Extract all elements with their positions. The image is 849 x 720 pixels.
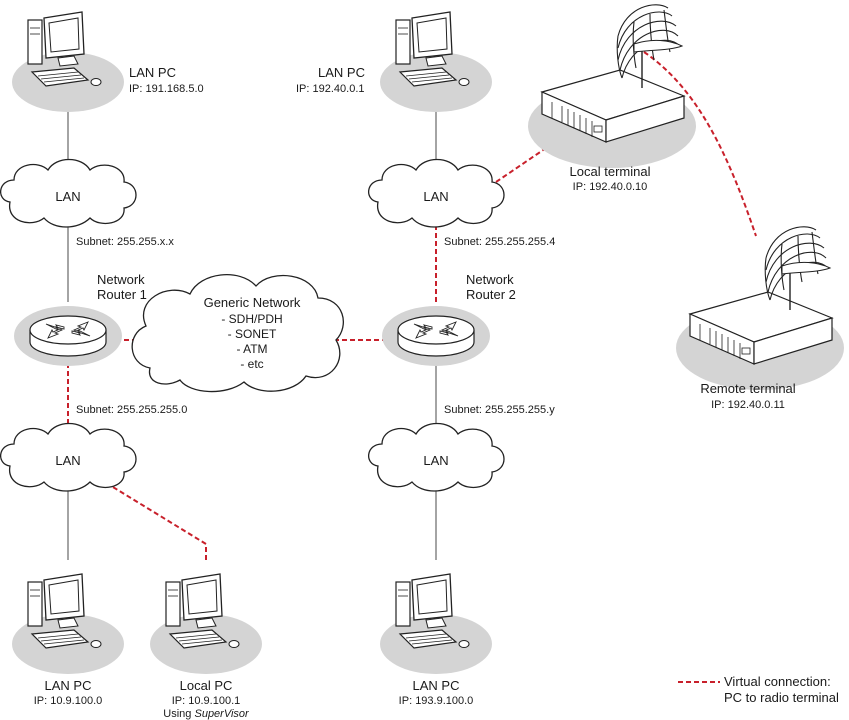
subnet-label-top-mid: Subnet: 255.255.255.4	[444, 236, 555, 248]
cloud-icon	[131, 274, 344, 393]
ip-prefix: IP:	[172, 695, 185, 707]
ip-prefix: IP:	[129, 83, 142, 95]
using-label: Using	[163, 708, 191, 720]
legend-text-line1: Virtual connection:	[724, 674, 831, 689]
svg-text:IP: 192.40.0.1: IP: 192.40.0.1	[296, 83, 365, 95]
router-label-line1: Network	[97, 272, 145, 287]
legend: Virtual connection: PC to radio terminal	[724, 674, 839, 705]
virtual-link-radio	[643, 51, 757, 237]
subnet-label-bottom-left: Subnet: 255.255.255.0	[76, 404, 187, 416]
desktop-pc-icon	[149, 573, 263, 675]
remote-terminal[interactable]: Remote terminal IP: 192.40.0.11	[675, 226, 845, 411]
svg-text:Using SuperVisor: Using SuperVisor	[163, 708, 250, 720]
router-label-line2: Router 1	[97, 287, 147, 302]
svg-text:IP: 10.9.100.1: IP: 10.9.100.1	[172, 695, 241, 707]
desktop-pc-icon	[11, 573, 125, 675]
ip-address: 192.40.0.10	[589, 181, 647, 193]
desktop-pc-icon	[379, 573, 493, 675]
ip-prefix: IP:	[296, 83, 309, 95]
lan-label: LAN	[55, 453, 80, 468]
ip-address: 10.9.100.1	[188, 695, 240, 707]
node-title: LAN PC	[129, 65, 176, 80]
software-name: SuperVisor	[194, 708, 250, 720]
router-label-line1: Network	[466, 272, 514, 287]
radio-terminal-icon	[527, 4, 697, 169]
lan-label: LAN	[55, 189, 80, 204]
local-terminal[interactable]: Local terminal IP: 192.40.0.10	[527, 4, 697, 193]
lan-cloud-bottom-mid[interactable]: LAN	[367, 422, 505, 492]
ip-prefix: IP:	[399, 695, 412, 707]
svg-text:IP: 193.9.100.0: IP: 193.9.100.0	[399, 695, 474, 707]
pc-local[interactable]: Local PC IP: 10.9.100.1 Using SuperVisor	[149, 573, 263, 720]
ip-address: 10.9.100.0	[50, 695, 102, 707]
virtual-link-lan2-local-terminal	[495, 143, 553, 183]
terminal-title: Remote terminal	[700, 381, 795, 396]
generic-network-cloud[interactable]: Generic Network - SDH/PDH - SONET - ATM …	[131, 274, 344, 393]
lan-cloud-top-left[interactable]: LAN	[0, 158, 137, 228]
ip-address: 193.9.100.0	[415, 695, 473, 707]
router-label-line2: Router 2	[466, 287, 516, 302]
ip-prefix: IP:	[573, 181, 586, 193]
radio-terminal-icon	[675, 226, 845, 391]
generic-network-item: - ATM	[236, 342, 267, 356]
pc-top-mid[interactable]: LAN PC IP: 192.40.0.1	[296, 11, 493, 113]
ip-address: 192.40.0.1	[313, 83, 365, 95]
svg-text:IP: 191.168.5.0: IP: 191.168.5.0	[129, 83, 204, 95]
desktop-pc-icon	[11, 11, 125, 113]
router-icon	[13, 305, 123, 367]
pc-top-left[interactable]: LAN PC IP: 191.168.5.0	[11, 11, 204, 113]
pc-bottom-left[interactable]: LAN PC IP: 10.9.100.0	[11, 573, 125, 707]
terminal-title: Local terminal	[570, 164, 651, 179]
ip-prefix: IP:	[711, 399, 724, 411]
subnet-label-bottom-mid: Subnet: 255.255.255.y	[444, 404, 555, 416]
virtual-link-localpc-lan3	[107, 483, 207, 560]
pc-bottom-mid[interactable]: LAN PC IP: 193.9.100.0	[379, 573, 493, 707]
ip-prefix: IP:	[34, 695, 47, 707]
generic-network-item: - SONET	[228, 327, 277, 341]
node-title: LAN PC	[318, 65, 365, 80]
desktop-pc-icon	[379, 11, 493, 113]
ip-address: 192.40.0.11	[728, 399, 785, 411]
node-title: LAN PC	[413, 678, 460, 693]
router-icon	[381, 305, 491, 367]
lan-label: LAN	[423, 189, 448, 204]
network-router-2[interactable]: Network Router 2	[381, 272, 516, 367]
svg-text:IP: 192.40.0.11: IP: 192.40.0.11	[711, 399, 785, 411]
generic-network-title: Generic Network	[204, 295, 301, 310]
legend-text-line2: PC to radio terminal	[724, 690, 839, 705]
lan-label: LAN	[423, 453, 448, 468]
lan-cloud-top-mid[interactable]: LAN	[367, 158, 505, 228]
ip-address: 191.168.5.0	[146, 83, 204, 95]
generic-network-item: - SDH/PDH	[221, 312, 282, 326]
virtual-links	[67, 51, 757, 683]
node-title: LAN PC	[45, 678, 92, 693]
subnet-label-top-left: Subnet: 255.255.x.x	[76, 236, 174, 248]
svg-text:IP: 10.9.100.0: IP: 10.9.100.0	[34, 695, 103, 707]
generic-network-item: - etc	[240, 357, 263, 371]
lan-cloud-bottom-left[interactable]: LAN	[0, 422, 137, 492]
node-title: Local PC	[180, 678, 233, 693]
svg-text:IP: 192.40.0.10: IP: 192.40.0.10	[573, 181, 648, 193]
network-router-1[interactable]: Network Router 1	[13, 272, 147, 367]
